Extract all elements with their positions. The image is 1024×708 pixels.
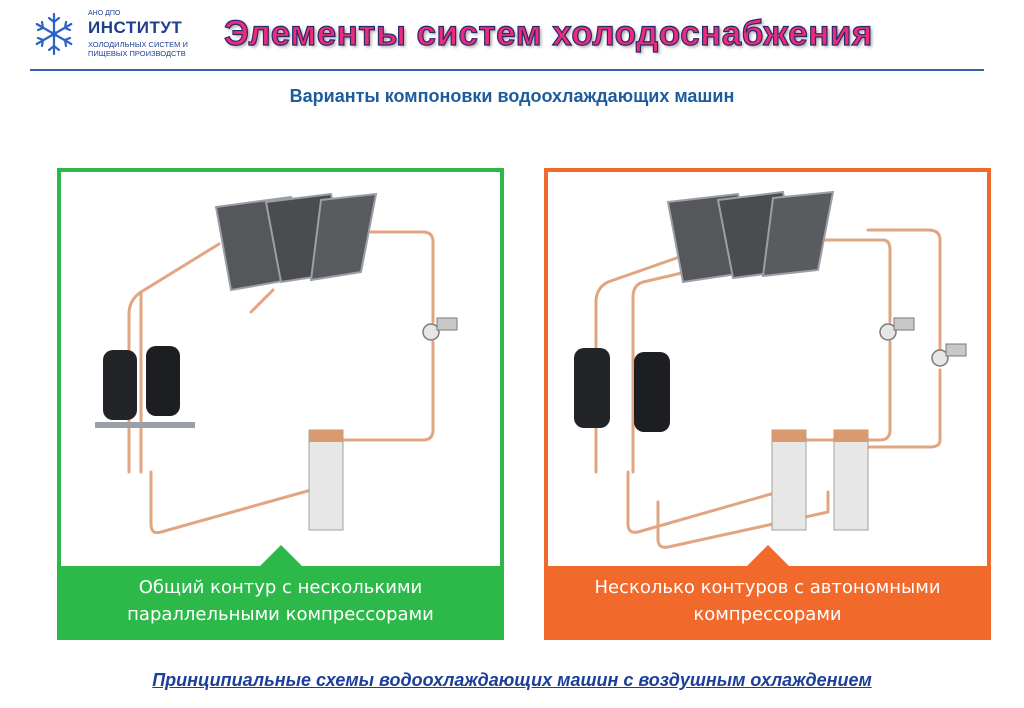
compressor-group-icon [95,346,195,428]
logo-subtitle: ХОЛОДИЛЬНЫХ СИСТЕМ И ПИЩЕВЫХ ПРОИЗВОДСТВ [88,40,188,58]
expansion-valve-icon [423,318,457,340]
caption-notch [746,545,790,567]
logo-title: ИНСТИТУТ [88,18,182,38]
scheme-caption-common: Общий контур с несколькими параллельными… [61,566,500,636]
caption-notch [259,545,303,567]
expansion-valve-icon [932,344,966,366]
scheme-caption-multiple: Несколько контуров с автономными компрес… [548,566,987,636]
condenser-coils [216,194,376,290]
header-divider [30,69,984,71]
scheme-panel-common-circuit: Общий контур с несколькими параллельными… [57,168,504,640]
compressor-group-icon [574,348,670,432]
logo-small-text: АНО ДПО [88,10,120,17]
plate-heat-exchanger-icon [309,430,343,530]
caption-line-1: Несколько контуров с автономными [594,574,940,601]
caption-line-2: компрессорами [594,601,940,628]
plate-heat-exchanger-icon [834,430,868,530]
expansion-valve-icon [880,318,914,340]
caption-line-1: Общий контур с несколькими [127,574,434,601]
snowflake-icon [30,10,78,58]
caption-line-2: параллельными компрессорами [127,601,434,628]
scheme-panel-multiple-circuits: Несколько контуров с автономными компрес… [544,168,991,640]
page-title: Элементы систем холодоснабжения [224,14,873,54]
plate-heat-exchanger-icon [772,430,806,530]
institute-logo: АНО ДПО ИНСТИТУТ ХОЛОДИЛЬНЫХ СИСТЕМ И ПИ… [30,8,220,60]
section-subtitle: Варианты компоновки водоохлаждающих маши… [0,86,1024,107]
footer-caption: Принципиальные схемы водоохлаждающих маш… [0,670,1024,691]
condenser-coils [668,192,833,282]
